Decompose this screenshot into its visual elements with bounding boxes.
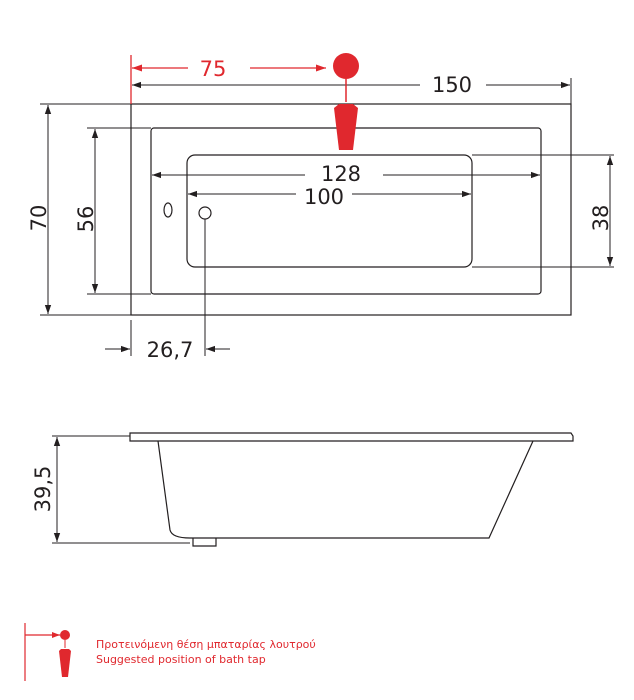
bath-tap-marker-icon bbox=[333, 53, 359, 150]
dimension-label-75: 75 bbox=[200, 57, 227, 81]
top-view: 150 70 56 128 100 38 26,7 75 bbox=[27, 53, 614, 362]
tub-basin-outline bbox=[186, 154, 473, 268]
tub-side-body bbox=[157, 440, 534, 539]
drain-icon bbox=[198, 206, 212, 220]
dimension-label-100: 100 bbox=[304, 185, 344, 209]
tub-side-rim bbox=[129, 432, 574, 442]
legend: Προτεινόμενη θέση μπαταρίας λουτρού Sugg… bbox=[24, 623, 316, 681]
tub-inner-outline bbox=[150, 127, 542, 295]
dimension-label-128: 128 bbox=[321, 162, 361, 186]
dimension-label-26-7: 26,7 bbox=[147, 338, 194, 362]
legend-tap-icon bbox=[24, 623, 71, 681]
legend-label-english: Suggested position of bath tap bbox=[96, 653, 266, 666]
side-view: 39,5 bbox=[31, 432, 574, 547]
dimension-label-70: 70 bbox=[27, 205, 51, 232]
tub-side-foot bbox=[192, 538, 217, 547]
dimension-label-39-5: 39,5 bbox=[31, 466, 55, 513]
dimension-label-38: 38 bbox=[589, 205, 613, 232]
overflow-icon bbox=[163, 202, 173, 218]
dimension-label-150: 150 bbox=[432, 73, 472, 97]
legend-label-greek: Προτεινόμενη θέση μπαταρίας λουτρού bbox=[96, 638, 316, 651]
dimension-label-56: 56 bbox=[74, 206, 98, 233]
